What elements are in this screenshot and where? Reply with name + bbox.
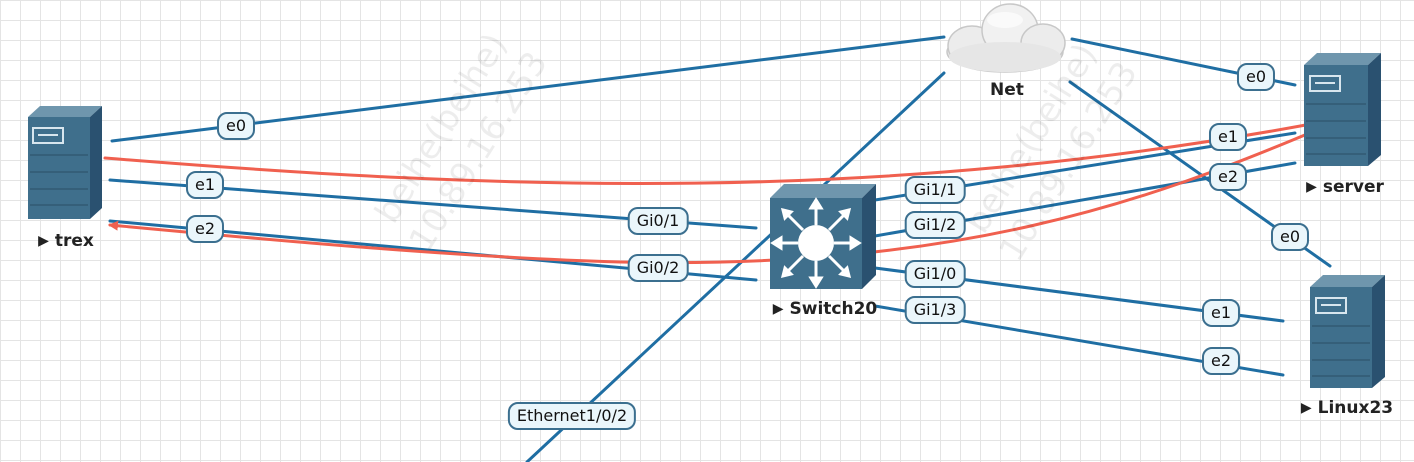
port-label-server-e1[interactable]: e1 bbox=[1208, 123, 1248, 151]
server-icon-linux23[interactable] bbox=[1310, 275, 1385, 388]
node-label-net: Net bbox=[990, 80, 1024, 100]
port-label-trex-e2[interactable]: e2 bbox=[185, 215, 225, 243]
server-icon-server[interactable] bbox=[1304, 53, 1381, 166]
port-label-server-e0[interactable]: e0 bbox=[1236, 63, 1276, 91]
port-label-trex-e1[interactable]: e1 bbox=[185, 171, 225, 199]
node-label-server[interactable]: server bbox=[1306, 177, 1384, 197]
node-label-switch20[interactable]: Switch20 bbox=[773, 299, 878, 319]
port-label-linux23-e2[interactable]: e2 bbox=[1201, 347, 1241, 375]
links bbox=[108, 35, 1332, 462]
port-label-switch-gi0-2[interactable]: Gi0/2 bbox=[627, 254, 689, 282]
port-label-switch-gi1-0[interactable]: Gi1/0 bbox=[904, 260, 966, 288]
port-label-linux23-e1[interactable]: e1 bbox=[1201, 299, 1241, 327]
link-net-ethernet[interactable] bbox=[525, 71, 946, 462]
port-label-switch-gi1-1[interactable]: Gi1/1 bbox=[904, 176, 966, 204]
node-label-linux23[interactable]: Linux23 bbox=[1301, 398, 1394, 418]
port-label-linux23-e0[interactable]: e0 bbox=[1270, 223, 1310, 251]
port-label-net-ethernet[interactable]: Ethernet1/0/2 bbox=[507, 402, 637, 430]
switch-icon[interactable] bbox=[770, 184, 876, 289]
port-label-switch-gi1-2[interactable]: Gi1/2 bbox=[904, 211, 966, 239]
cloud-icon[interactable] bbox=[946, 3, 1066, 73]
port-label-switch-gi0-1[interactable]: Gi0/1 bbox=[627, 207, 689, 235]
port-label-trex-e0[interactable]: e0 bbox=[216, 112, 256, 140]
flow-arrow-trex-to-server bbox=[103, 120, 1324, 185]
server-icon-trex[interactable] bbox=[28, 106, 102, 219]
node-label-trex[interactable]: trex bbox=[38, 231, 94, 251]
port-label-server-e2[interactable]: e2 bbox=[1208, 163, 1248, 191]
port-label-switch-gi1-3[interactable]: Gi1/3 bbox=[904, 296, 966, 324]
